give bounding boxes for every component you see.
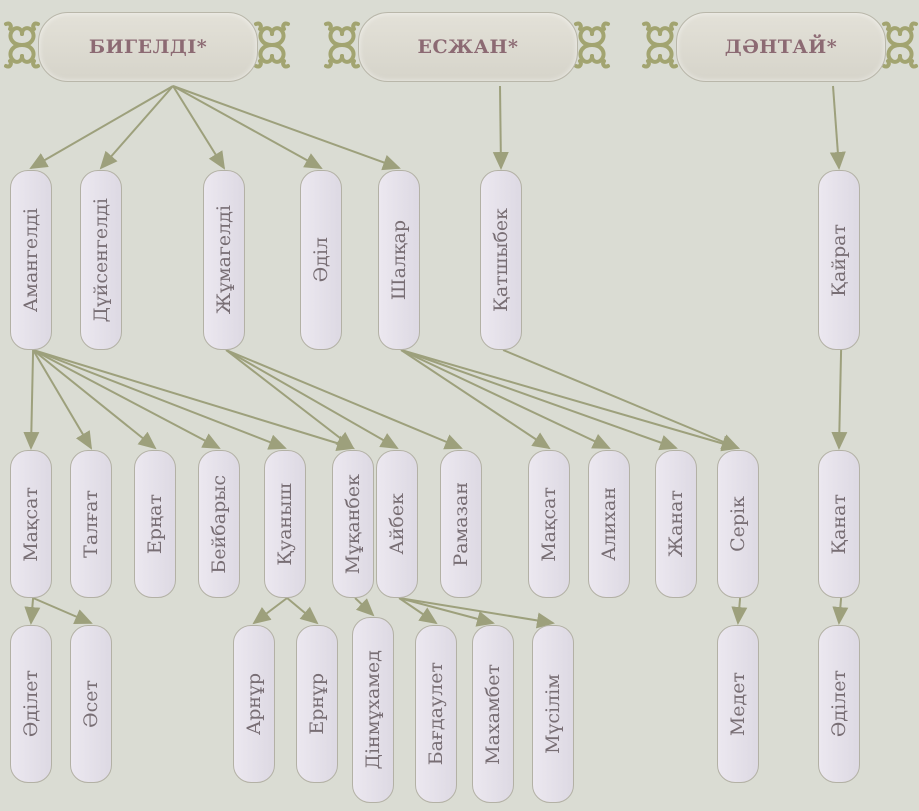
edge-arrow	[398, 597, 438, 625]
edge-arrow	[99, 85, 174, 170]
edge-arrow	[32, 349, 221, 449]
node-musilim: Мүсілім	[532, 625, 574, 803]
node-zhanat: Жанат	[655, 450, 697, 598]
root-label: БИГЕЛДІ*	[88, 36, 208, 58]
node-dinmukhamed: Дінмұхамед	[352, 617, 394, 803]
node-bagdaulet: Бағдаулет	[415, 625, 457, 803]
edge-arrow	[492, 85, 509, 170]
root-dantai: ДӘНТАЙ*	[676, 12, 886, 82]
edge-arrow	[32, 349, 157, 450]
root-eszhan: ЕСЖАН*	[358, 12, 578, 82]
node-amangeldi: Амангелді	[10, 170, 52, 350]
node-adilet: Әділет	[10, 625, 52, 783]
node-makhambet: Махамбет	[472, 625, 514, 803]
node-arnur: Арнұр	[233, 625, 275, 783]
edge-arrow	[832, 597, 849, 625]
edge-arrow	[172, 85, 226, 170]
node-maksat: Мақсат	[10, 450, 52, 598]
node-kuanysh: Қуаныш	[264, 450, 306, 598]
edge-arrow	[731, 597, 748, 625]
node-adil: Әділ	[300, 170, 342, 350]
node-ernat: Ерңат	[134, 450, 176, 598]
edge-arrow	[400, 349, 740, 452]
edge-arrow	[286, 597, 319, 625]
node-aset: Әсет	[70, 625, 112, 783]
node-shalkar: Шалқар	[378, 170, 420, 350]
edge-arrow	[23, 349, 40, 450]
edge-arrow	[29, 85, 174, 170]
ornament-icon	[4, 21, 40, 69]
ornament-icon	[254, 21, 290, 69]
ornament-icon	[574, 21, 610, 69]
edge-arrow	[398, 597, 495, 627]
edge-arrow	[829, 85, 846, 170]
edge-arrow	[225, 349, 355, 450]
node-ernur: Ернұр	[296, 625, 338, 783]
edge-arrow	[400, 349, 551, 450]
node-kairat: Қайрат	[818, 170, 860, 350]
node-maksat: Мақсат	[528, 450, 570, 598]
edge-arrow	[32, 597, 93, 625]
edge-arrow	[831, 349, 848, 450]
node-talgat: Талғат	[70, 450, 112, 598]
node-serik: Серік	[717, 450, 759, 598]
node-medet: Медет	[717, 625, 759, 783]
root-label: ДӘНТАЙ*	[724, 36, 838, 58]
edge-arrow	[172, 85, 323, 169]
node-duisengeldi: Дүйсенгелді	[80, 170, 122, 350]
edge-arrow	[400, 349, 678, 451]
edge-arrow	[400, 349, 611, 449]
node-alikhan: Алихан	[588, 450, 630, 598]
node-katshybek: Қатшыбек	[480, 170, 522, 350]
edge-arrow	[354, 597, 375, 617]
edge-arrow	[252, 597, 288, 625]
edge-arrow	[24, 597, 41, 625]
ornament-icon	[642, 21, 678, 69]
edge-arrow	[172, 85, 401, 171]
node-ramazan: Рамазан	[440, 450, 482, 598]
edge-arrow	[32, 349, 287, 450]
edge-arrow	[225, 349, 463, 450]
node-adilet: Әділет	[818, 625, 860, 783]
node-mukanbek: Мұқанбек	[332, 450, 374, 598]
node-beibarys: Бейбарыс	[198, 450, 240, 598]
edge-arrow	[32, 349, 93, 450]
ornament-icon	[324, 21, 360, 69]
node-aibek: Айбек	[376, 450, 418, 598]
edge-arrow	[32, 349, 355, 451]
root-label: ЕСЖАН*	[417, 36, 519, 58]
edge-arrow	[502, 349, 740, 450]
edge-arrow	[225, 349, 399, 449]
edge-arrow	[398, 597, 555, 629]
root-bigeldi: БИГЕЛДІ*	[38, 12, 258, 82]
node-kanat: Қанат	[818, 450, 860, 598]
node-zhumageldi: Жұмагелді	[203, 170, 245, 350]
